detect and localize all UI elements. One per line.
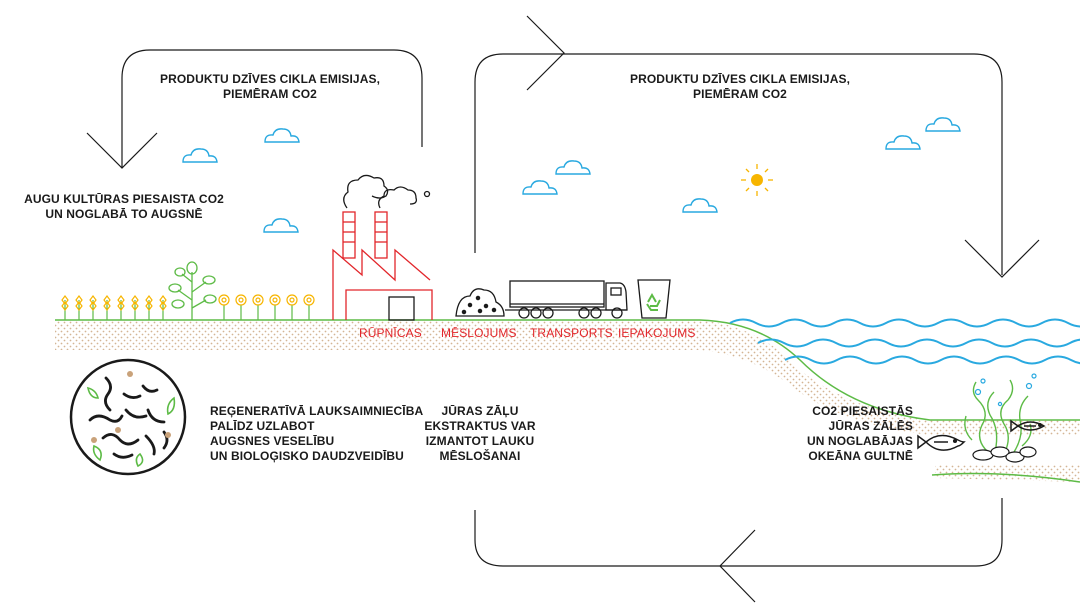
cloud-icon (555, 160, 591, 175)
right-cycle-frame (474, 15, 1040, 603)
sunflower-icon (218, 294, 315, 320)
soil-circle-icon (69, 358, 187, 476)
crops-label: AUGU KULTŪRAS PIESAISTA CO2 UN NOGLABĀ T… (24, 192, 224, 221)
seaweed-extract-label: JŪRAS ZĀĻU EKSTRAKTUS VAR IZMANTOT LAUKU… (424, 404, 536, 463)
cloud-icon (885, 135, 921, 150)
emissions-label-left: PRODUKTU DZĪVES CIKLA EMISIJAS, PIEMĒRAM… (160, 72, 381, 101)
cloud-icon (264, 128, 300, 143)
fish-icon (917, 434, 966, 451)
seaweed-icon (964, 379, 1032, 453)
cloud-icon (182, 148, 218, 163)
cloud-icon (263, 218, 299, 233)
compost-heap-icon (455, 288, 505, 317)
ground-line (55, 319, 1080, 483)
stage-transport: TRANSPORTS (530, 326, 613, 340)
cloud-icon (682, 198, 718, 213)
fish-icon (1010, 419, 1046, 433)
stage-packaging: IEPAKOJUMS (618, 326, 696, 340)
tree-icon (168, 261, 217, 320)
sea-waves (729, 318, 1080, 365)
sun-icon (741, 164, 773, 196)
stage-factories: RŪPNĪCAS (359, 326, 422, 340)
emissions-label-right: PRODUKTU DZĪVES CIKLA EMISIJAS, PIEMĒRAM… (630, 72, 851, 101)
wheat-icon (61, 295, 167, 320)
left-cycle-arrow (86, 49, 423, 169)
cloud-icon (522, 180, 558, 195)
recycle-bin-icon (637, 279, 671, 319)
cloud-icon (925, 117, 961, 132)
regenerative-agriculture-label: REĢENERATĪVĀ LAUKSAIMNIECĪBA PALĪDZ UZLA… (210, 404, 424, 463)
soil (55, 320, 1080, 482)
stage-fertilizer: MĒSLOJUMS (441, 326, 517, 340)
truck-icon (505, 280, 628, 319)
seagrass-co2-label: CO2 PIESAISTĀS JŪRAS ZĀLĒS UN NOGLABĀJAS… (807, 404, 913, 463)
factory-icon (332, 174, 433, 321)
bubbles (974, 373, 1037, 407)
rocks (972, 446, 1037, 463)
